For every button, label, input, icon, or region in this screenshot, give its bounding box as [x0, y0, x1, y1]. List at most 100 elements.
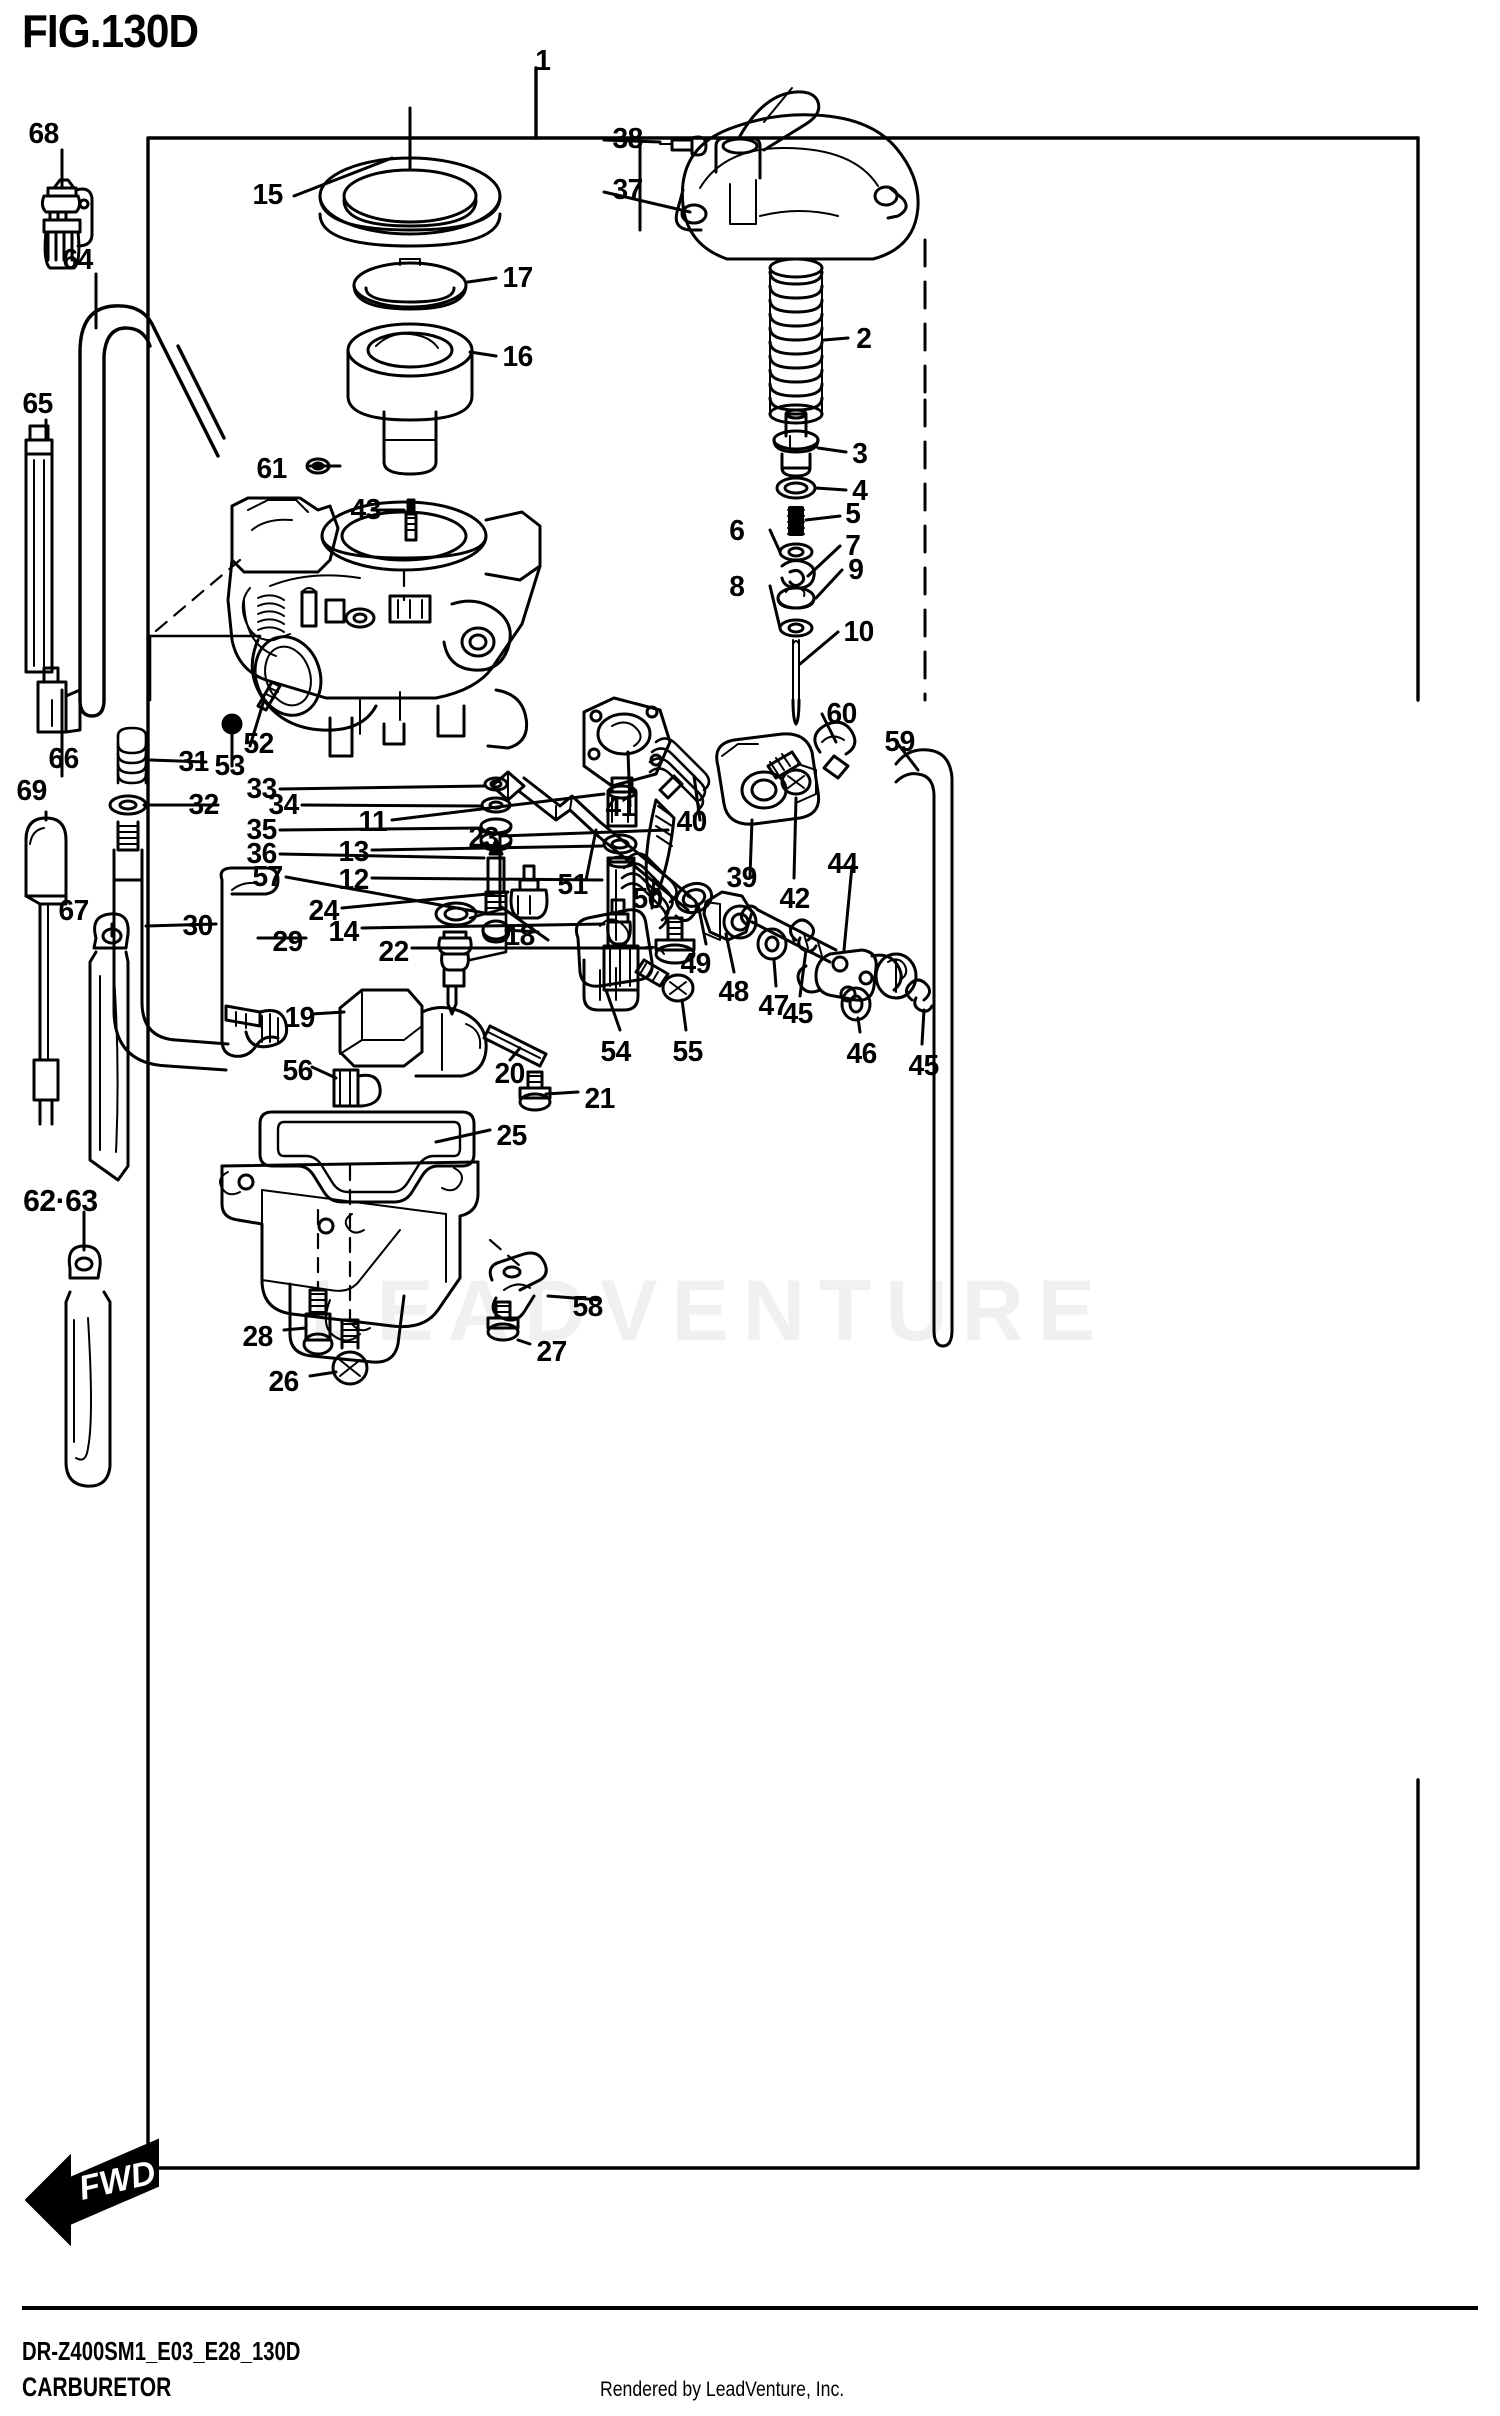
part-callout-64: 64 — [62, 244, 93, 276]
part-44-throttle-shaft-lever — [739, 904, 918, 1003]
part-callout-19: 19 — [284, 1002, 315, 1034]
part-callout-33: 33 — [246, 773, 277, 805]
part-callout-1: 1 — [535, 45, 551, 77]
part-callout-29: 29 — [272, 926, 303, 958]
part-callout-12: 12 — [338, 864, 369, 896]
part-callout-39: 39 — [726, 862, 757, 894]
part-callout-49: 49 — [680, 948, 711, 980]
part-42-screw — [766, 750, 812, 796]
part-callout-8: 8 — [729, 571, 745, 603]
part-69-throttle-cable-cap — [24, 816, 68, 1126]
part-callout-26: 26 — [268, 1366, 299, 1398]
part-callout-61: 61 — [256, 453, 287, 485]
part-29-cable-clip — [219, 866, 280, 1058]
part-callout-27: 27 — [536, 1336, 567, 1368]
part-62-63-bracket — [64, 1244, 112, 1488]
part-callout-54: 54 — [600, 1036, 631, 1068]
part-25-float-bowl-gasket — [258, 1110, 476, 1204]
part-callout-5: 5 — [845, 498, 861, 530]
part-callout-41: 41 — [605, 791, 636, 823]
part-callout-17: 17 — [502, 262, 533, 294]
footer-section-name: CARBURETOR — [22, 2372, 172, 2402]
part-56-float-valve-clip — [332, 1068, 382, 1108]
part-callout-59: 59 — [884, 726, 915, 758]
part-38-cover-screw — [659, 135, 708, 157]
part-callout-21: 21 — [584, 1083, 615, 1115]
part-callout-11: 11 — [358, 806, 388, 838]
footer-rendered-by: Rendered by LeadVenture, Inc. — [600, 2378, 845, 2401]
part-callout-43: 43 — [350, 494, 381, 526]
part-callout-32: 32 — [188, 789, 219, 821]
part-callout-60: 60 — [826, 698, 857, 730]
part-callout-34: 34 — [268, 789, 299, 821]
part-callout-45: 45 — [782, 998, 813, 1030]
part-callout-36: 36 — [246, 838, 277, 870]
part-callout-20: 20 — [494, 1058, 525, 1090]
part-callout-45: 45 — [908, 1050, 939, 1082]
part-callout-47: 47 — [758, 990, 789, 1022]
part-31-throttle-spring — [116, 726, 148, 785]
part-10-jet-needle — [791, 639, 801, 726]
part-callout-10: 10 — [843, 616, 874, 648]
footer-part-code: DR-Z400SM1_E03_E28_130D — [22, 2336, 301, 2366]
part-21-screw — [518, 1070, 552, 1112]
part-callout-4: 4 — [852, 475, 868, 507]
part-callout-25: 25 — [496, 1120, 527, 1152]
part-65-starter-plunger — [24, 424, 54, 674]
part-callout-55: 55 — [672, 1036, 703, 1068]
part-callout-16: 16 — [502, 341, 533, 373]
part-callout-38: 38 — [612, 123, 643, 155]
part-callout-9: 9 — [848, 554, 864, 586]
part-callout-30: 30 — [182, 910, 213, 942]
part-5-spring-coils — [787, 509, 805, 535]
part-callout-53: 53 — [214, 750, 245, 782]
part-callout-57: 57 — [252, 861, 283, 893]
part-callout-2: 2 — [856, 323, 872, 355]
part-callout-28: 28 — [242, 1321, 273, 1353]
part-callout-40: 40 — [676, 806, 707, 838]
part-45-circlip-b — [905, 978, 934, 1013]
part-callout-46: 46 — [846, 1038, 877, 1070]
part-callout-56: 56 — [282, 1055, 313, 1087]
part-callout-31: 31 — [178, 746, 209, 778]
part-callout-15: 15 — [252, 179, 283, 211]
part-callout-69: 69 — [16, 775, 47, 807]
part-callout-44: 44 — [827, 848, 858, 880]
part-27-screw — [486, 1300, 520, 1342]
page-title: FIG.130D — [22, 5, 199, 57]
part-19-float — [338, 988, 488, 1078]
part-20-float-pin — [482, 1024, 548, 1068]
part-callout-23: 23 — [468, 822, 499, 854]
part-59-drain-hose — [894, 748, 954, 1348]
part-callout-3: 3 — [852, 438, 868, 470]
part-55-screw — [634, 958, 695, 1003]
part-callout-66: 66 — [48, 743, 79, 775]
part-3-jet-needle-holder — [772, 408, 820, 478]
part-callout-7: 7 — [845, 530, 861, 562]
part-51-throttle-rod — [490, 770, 699, 922]
part-callout-67: 67 — [58, 895, 89, 927]
part-callout-65: 65 — [22, 388, 53, 420]
part-48-adjuster-nut — [702, 890, 758, 942]
part-callout-37: 37 — [612, 174, 643, 206]
part-callout-52: 52 — [243, 728, 274, 760]
fwd-direction-arrow: FWD — [24, 2138, 159, 2247]
part-callout-14: 14 — [328, 916, 359, 948]
carburetor-body — [226, 496, 542, 758]
assembly-bracket-1 — [146, 66, 1420, 2170]
part-30-starter-cable — [112, 820, 289, 1072]
part-callout-48: 48 — [718, 976, 749, 1008]
part-callout-42: 42 — [779, 883, 810, 915]
part-callout-18: 18 — [504, 920, 535, 952]
part-16-vacuum-piston — [346, 322, 474, 476]
part-callout-58: 58 — [572, 1291, 603, 1323]
part-28-bowl-screw — [302, 1288, 334, 1356]
part-35-spring-seat — [479, 817, 513, 852]
part-callout-50: 50 — [632, 883, 663, 915]
part-callout-13: 13 — [338, 836, 369, 868]
part-17-piston-spring-seat — [352, 258, 468, 311]
part-37-top-cover — [674, 87, 920, 261]
part-66-clip — [36, 666, 82, 734]
